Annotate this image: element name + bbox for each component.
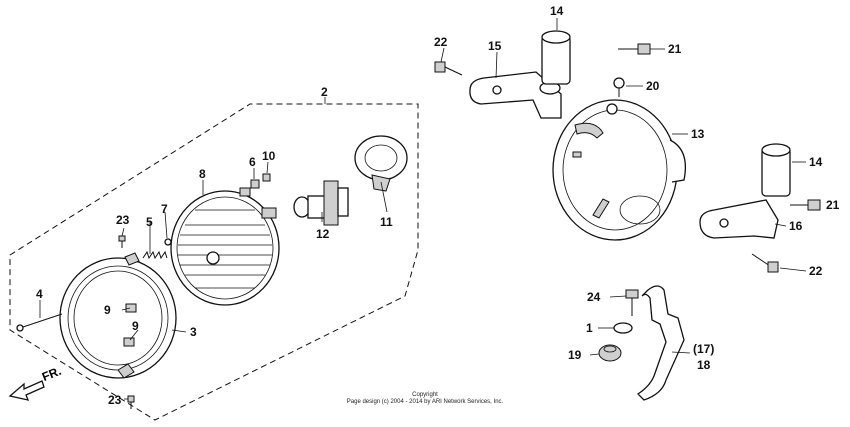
- bracket-right: [699, 199, 779, 239]
- label-part-19: 19: [568, 348, 582, 362]
- clip-upper: [125, 303, 137, 313]
- label-part-8: 8: [199, 167, 206, 181]
- label-part-15: 15: [488, 39, 502, 53]
- clip-lower: [123, 337, 135, 347]
- label-part-24: 24: [587, 290, 601, 304]
- rubber-sleeve-lower: [761, 143, 791, 197]
- label-part-13: 13: [691, 127, 705, 141]
- label-part-12: 12: [316, 227, 330, 241]
- bolt-22-lower: [751, 253, 779, 273]
- label-part-23-upper: 23: [116, 213, 130, 227]
- label-part-11: 11: [380, 215, 393, 229]
- label-part-2: 2: [321, 85, 328, 99]
- label-part-21-upper: 21: [668, 42, 682, 56]
- copyright-heading: Copyright: [412, 392, 438, 398]
- part-labels: 2 4 5 7 8 6 10 23 9 9 3 12 11 23 22 15 1…: [36, 4, 840, 407]
- headlight-case: [552, 99, 687, 241]
- bolt-24: [625, 289, 639, 316]
- label-part-3: 3: [190, 325, 197, 339]
- headlight-bulb: [293, 180, 349, 226]
- clip-6: [250, 179, 260, 189]
- cable-stay: [636, 285, 685, 401]
- copyright-notice: Page design (c) 2004 - 2014 by ARI Netwo…: [346, 399, 504, 405]
- label-part-17: (17): [693, 342, 714, 356]
- front-direction-arrow: [8, 380, 45, 401]
- label-part-14-upper: 14: [550, 4, 564, 18]
- bolt-21-upper: [618, 43, 651, 55]
- label-part-22-lower: 22: [809, 264, 823, 278]
- label-part-7: 7: [161, 202, 168, 216]
- label-part-5: 5: [146, 215, 153, 229]
- screw-23-upper: [118, 235, 126, 248]
- label-part-1: 1: [586, 321, 593, 335]
- bolt-22-upper: [434, 61, 463, 76]
- assembly-outline: [9, 103, 419, 421]
- headlight-lens: [170, 187, 280, 306]
- rubber-sleeve-upper: [541, 30, 571, 85]
- spring: [142, 250, 168, 260]
- label-part-21-lower: 21: [826, 198, 840, 212]
- screw-20: [613, 77, 625, 97]
- grommet-19: [598, 344, 622, 362]
- label-part-16: 16: [789, 219, 803, 233]
- label-part-9-upper: 9: [104, 303, 111, 317]
- bolt-21-lower: [790, 199, 821, 211]
- label-part-20: 20: [646, 79, 660, 93]
- label-part-22-upper: 22: [434, 35, 448, 49]
- clip-10: [262, 173, 271, 182]
- label-part-23-lower: 23: [108, 393, 122, 407]
- label-part-4: 4: [36, 287, 43, 301]
- bracket-left: [469, 71, 562, 119]
- label-part-18: 18: [697, 358, 711, 372]
- nut-7: [164, 238, 172, 246]
- headlight-rim: [59, 252, 177, 379]
- leader-lines: [39, 18, 807, 400]
- label-part-6: 6: [249, 155, 256, 169]
- collar-1: [613, 322, 633, 334]
- label-part-10: 10: [262, 149, 276, 163]
- adjusting-screw: [16, 313, 63, 332]
- label-part-14-lower: 14: [809, 155, 823, 169]
- label-part-9-lower: 9: [132, 319, 139, 333]
